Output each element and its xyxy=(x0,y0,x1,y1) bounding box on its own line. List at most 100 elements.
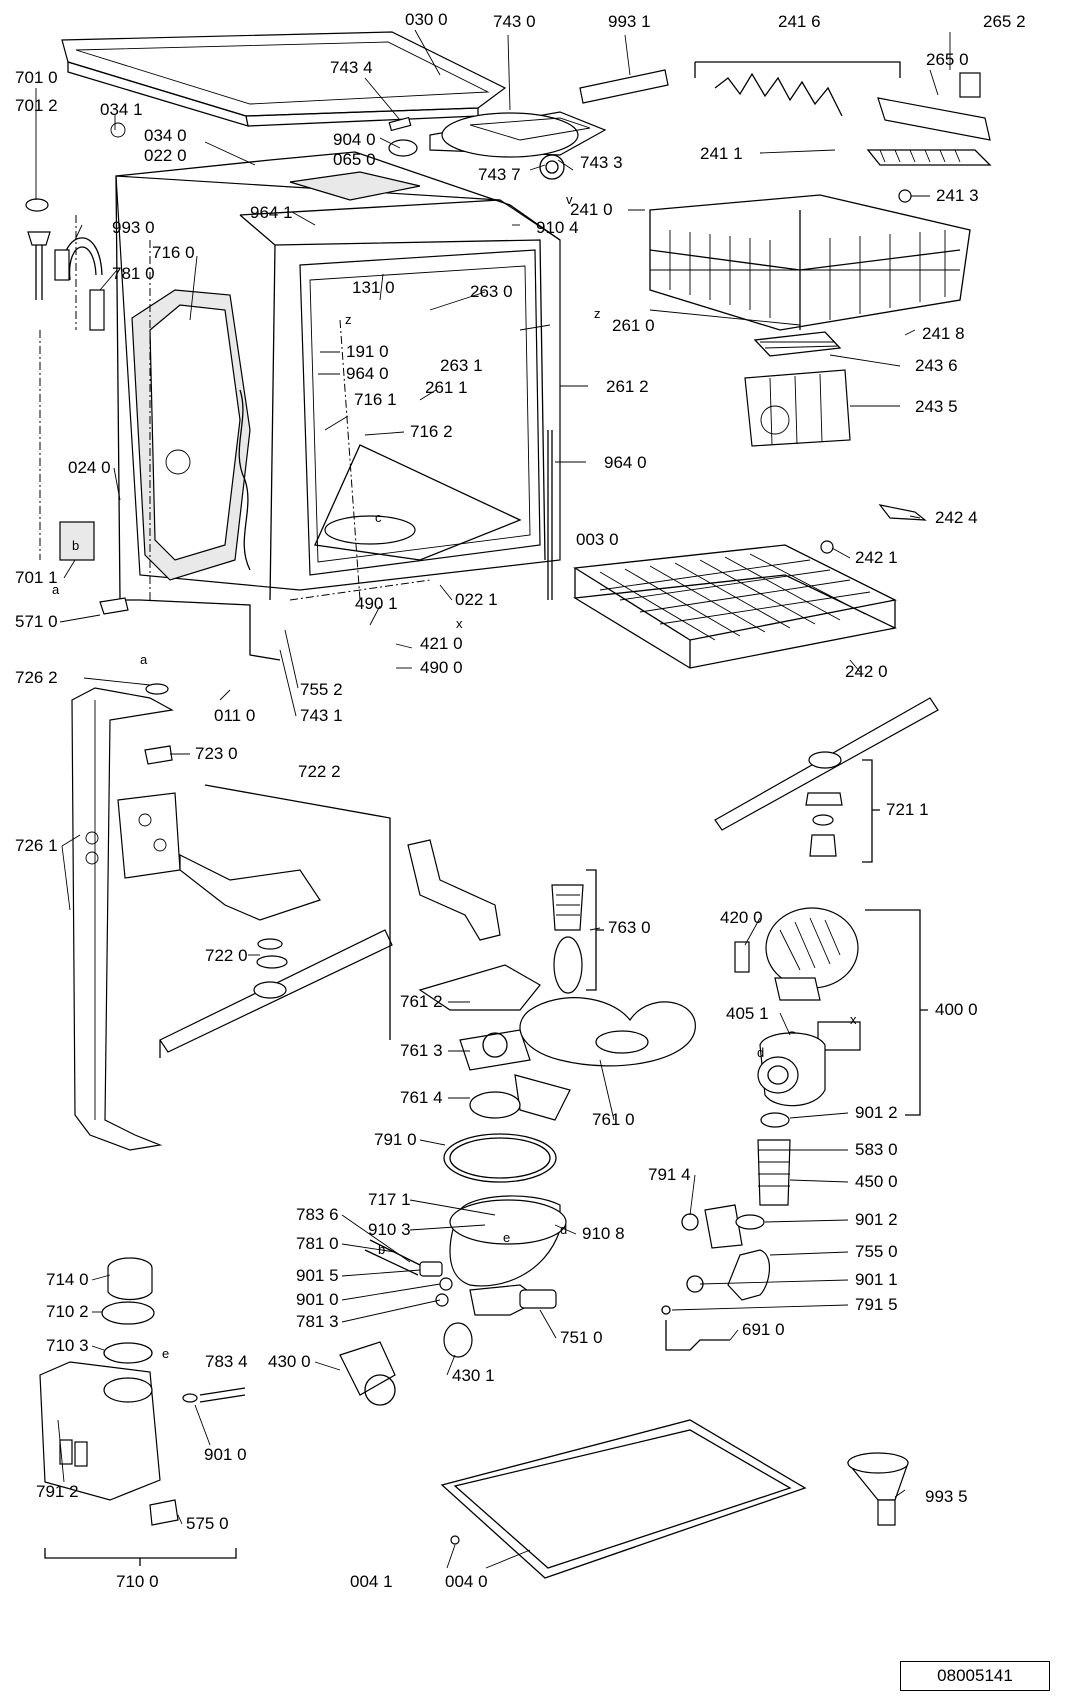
base-frame-drawing xyxy=(440,1419,909,1579)
part-label: 241 1 xyxy=(700,144,743,163)
part-label: 243 5 xyxy=(915,397,958,416)
part-label: 571 0 xyxy=(15,612,58,631)
callout-letter: a xyxy=(140,652,148,667)
part-label: 265 2 xyxy=(983,12,1026,31)
spray-arms-drawing xyxy=(159,697,939,1058)
callout-letter: z xyxy=(345,312,352,327)
part-label: 743 4 xyxy=(330,58,373,77)
callout-letter: d xyxy=(560,1222,568,1237)
part-label: 910 8 xyxy=(582,1224,625,1243)
part-label: 904 0 xyxy=(333,130,376,149)
pump-motor-drawing xyxy=(661,907,928,1351)
part-label: 901 2 xyxy=(855,1103,898,1122)
part-label: 034 0 xyxy=(144,126,187,145)
part-label: 701 1 xyxy=(15,568,58,587)
part-label: 726 1 xyxy=(15,836,58,855)
part-label: 743 0 xyxy=(493,12,536,31)
part-label: 993 1 xyxy=(608,12,651,31)
document-id-box: 08005141 xyxy=(900,1661,1050,1691)
part-label: 726 2 xyxy=(15,668,58,687)
callout-letter: z xyxy=(594,306,601,321)
part-label: 901 5 xyxy=(296,1266,339,1285)
part-label: 263 1 xyxy=(440,356,483,375)
part-label: 011 0 xyxy=(214,706,256,725)
part-label: 722 0 xyxy=(205,946,248,965)
callout-letter: c xyxy=(375,510,382,525)
part-label: 450 0 xyxy=(855,1172,898,1191)
callout-letter: a xyxy=(52,582,60,597)
part-label: 751 0 xyxy=(560,1328,603,1347)
part-label: 191 0 xyxy=(346,342,389,361)
leader-lines xyxy=(35,29,951,1569)
part-label: 714 0 xyxy=(46,1270,89,1289)
cabinet-body-drawing xyxy=(115,151,561,661)
part-label: 781 0 xyxy=(296,1234,339,1253)
part-label: 964 0 xyxy=(604,453,647,472)
part-label: 993 0 xyxy=(112,218,155,237)
part-label: 781 0 xyxy=(112,264,155,283)
part-label: 783 6 xyxy=(296,1205,339,1224)
part-label: 131 0 xyxy=(352,278,395,297)
part-label: 022 1 xyxy=(455,590,498,609)
part-label: 901 0 xyxy=(204,1445,247,1464)
part-label: 781 3 xyxy=(296,1312,339,1331)
part-label: 242 1 xyxy=(855,548,898,567)
part-label: 241 8 xyxy=(922,324,965,343)
part-label: 761 2 xyxy=(400,992,443,1011)
part-label: 761 3 xyxy=(400,1041,443,1060)
part-label: 691 0 xyxy=(742,1320,785,1339)
part-label: 421 0 xyxy=(420,634,463,653)
part-label: 243 6 xyxy=(915,356,958,375)
callout-letter: v xyxy=(566,192,573,207)
part-label: 901 2 xyxy=(855,1210,898,1229)
part-label: 490 0 xyxy=(420,658,463,677)
part-label: 263 0 xyxy=(470,282,513,301)
part-label: 241 6 xyxy=(778,12,821,31)
part-label: 241 0 xyxy=(570,200,613,219)
hose-assembly-drawing xyxy=(25,122,129,615)
part-label: 964 1 xyxy=(250,203,293,222)
part-label: 791 4 xyxy=(648,1165,691,1184)
part-label: 034 1 xyxy=(100,100,143,119)
part-label: 710 3 xyxy=(46,1336,89,1355)
callout-letter: b xyxy=(378,1242,386,1257)
part-label: 964 0 xyxy=(346,364,389,383)
part-label: 743 7 xyxy=(478,165,521,184)
part-label: 024 0 xyxy=(68,458,111,477)
part-label: 004 0 xyxy=(445,1572,488,1591)
part-label: 430 0 xyxy=(268,1352,311,1371)
part-label: 030 0 xyxy=(405,10,448,29)
callout-letter: x xyxy=(850,1012,857,1027)
part-label: 420 0 xyxy=(720,908,763,927)
part-label: 755 2 xyxy=(300,680,343,699)
part-label: 783 4 xyxy=(205,1352,248,1371)
part-label: 065 0 xyxy=(333,150,376,169)
water-softener-drawing xyxy=(39,1257,246,1566)
part-label: 743 1 xyxy=(300,706,343,725)
part-label: 710 0 xyxy=(116,1572,159,1591)
part-label: 901 0 xyxy=(296,1290,339,1309)
part-label: 791 5 xyxy=(855,1295,898,1314)
part-label: 004 1 xyxy=(350,1572,393,1591)
part-label: 261 2 xyxy=(606,377,649,396)
part-label: 743 3 xyxy=(580,153,623,172)
part-label: 265 0 xyxy=(926,50,969,69)
part-label: 261 1 xyxy=(425,378,468,397)
part-label: 910 3 xyxy=(368,1220,411,1239)
callout-letter: b xyxy=(72,538,80,553)
part-label: 761 4 xyxy=(400,1088,443,1107)
part-label: 993 5 xyxy=(925,1487,968,1506)
part-label: 716 0 xyxy=(152,243,195,262)
part-label: 241 3 xyxy=(936,186,979,205)
part-label: 791 0 xyxy=(374,1130,417,1149)
part-label: 791 2 xyxy=(36,1482,79,1501)
part-label: 761 0 xyxy=(592,1110,635,1129)
callout-letter: e xyxy=(162,1346,170,1361)
part-label: 003 0 xyxy=(576,530,619,549)
callout-letter: e xyxy=(503,1230,511,1245)
part-label: 583 0 xyxy=(855,1140,898,1159)
part-label: 716 1 xyxy=(354,390,397,409)
part-label: 910 4 xyxy=(536,218,579,237)
